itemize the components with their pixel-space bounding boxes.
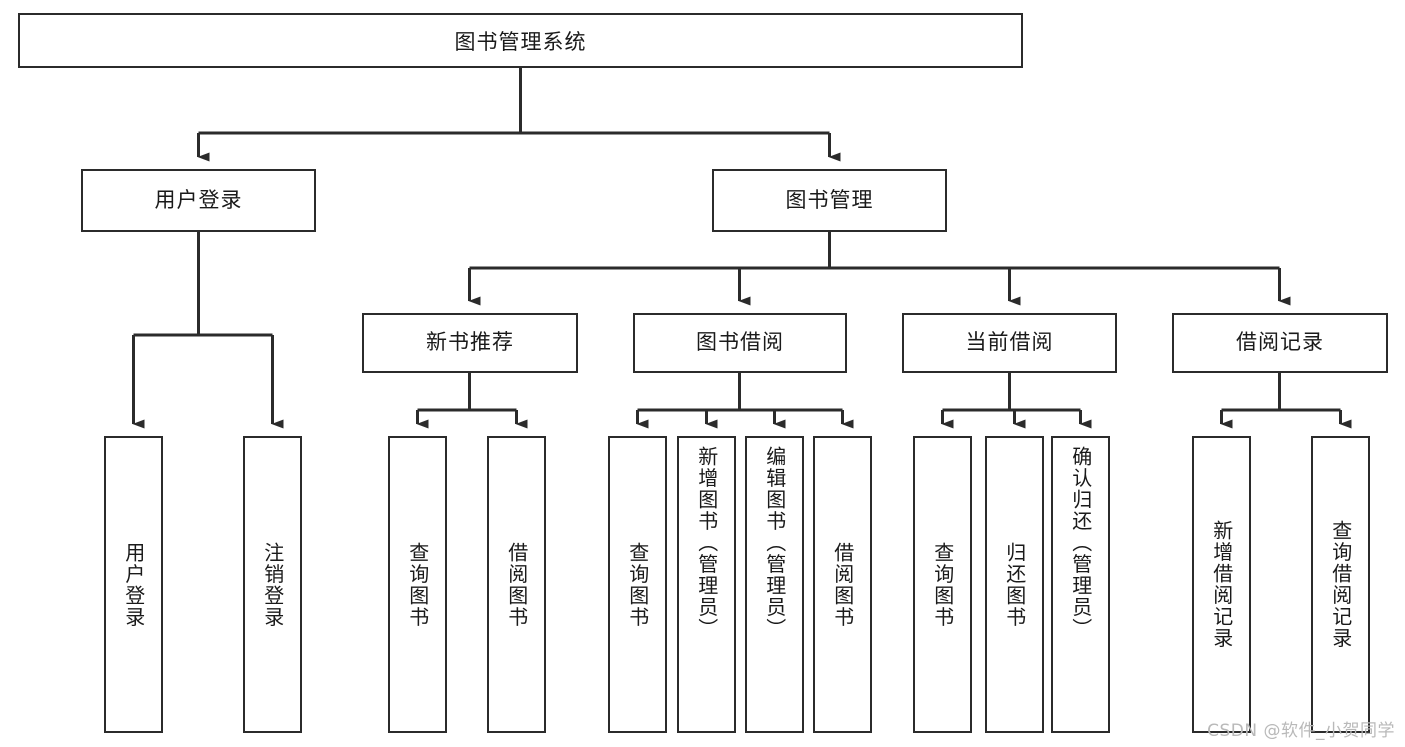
watermark: CSDN @软件_小贺同学 (1207, 721, 1395, 741)
node-label: 查询图书 (405, 541, 430, 628)
node-label: 图书管理系统 (454, 29, 587, 54)
node-leaf-borrow-book-recommend[interactable]: 借阅图书 (487, 436, 546, 733)
node-leaf-confirm-return-admin[interactable]: 确认归还（管理员） (1051, 436, 1110, 733)
node-leaf-borrow-book[interactable]: 借阅图书 (813, 436, 872, 733)
node-book-borrow[interactable]: 图书借阅 (633, 313, 847, 373)
node-leaf-query-borrow-record[interactable]: 查询借阅记录 (1311, 436, 1370, 733)
node-label: 用户登录 (121, 541, 146, 628)
node-label: 编辑图书（管理员） (762, 446, 787, 640)
node-root-system[interactable]: 图书管理系统 (18, 13, 1023, 68)
node-label: 图书管理 (785, 187, 874, 212)
node-label: 当前借阅 (965, 330, 1054, 355)
node-borrow-record[interactable]: 借阅记录 (1172, 313, 1388, 373)
node-label: 查询图书 (625, 541, 650, 628)
node-leaf-query-book-recommend[interactable]: 查询图书 (388, 436, 447, 733)
node-label: 借阅图书 (830, 541, 855, 628)
node-label: 查询图书 (930, 541, 955, 628)
node-label: 用户登录 (154, 187, 243, 212)
node-label: 新增图书（管理员） (694, 446, 719, 640)
node-label: 确认归还（管理员） (1068, 446, 1093, 640)
node-label: 图书借阅 (696, 330, 784, 355)
node-label: 新书推荐 (426, 330, 514, 355)
node-label: 归还图书 (1002, 541, 1027, 628)
node-label: 查询借阅记录 (1328, 520, 1353, 649)
node-leaf-query-book-borrow[interactable]: 查询图书 (608, 436, 667, 733)
node-leaf-logout[interactable]: 注销登录 (243, 436, 302, 733)
node-new-book-recommend[interactable]: 新书推荐 (362, 313, 578, 373)
node-label: 新增借阅记录 (1209, 520, 1234, 649)
node-leaf-edit-book-admin[interactable]: 编辑图书（管理员） (745, 436, 804, 733)
node-label: 注销登录 (260, 541, 285, 628)
node-current-borrow[interactable]: 当前借阅 (902, 313, 1117, 373)
node-leaf-add-borrow-record[interactable]: 新增借阅记录 (1192, 436, 1251, 733)
node-leaf-return-book[interactable]: 归还图书 (985, 436, 1044, 733)
node-label: 借阅记录 (1236, 330, 1324, 355)
node-book-management[interactable]: 图书管理 (712, 169, 947, 232)
node-leaf-user-login[interactable]: 用户登录 (104, 436, 163, 733)
node-user-login[interactable]: 用户登录 (81, 169, 316, 232)
node-leaf-query-book-current[interactable]: 查询图书 (913, 436, 972, 733)
node-label: 借阅图书 (504, 541, 529, 628)
node-leaf-add-book-admin[interactable]: 新增图书（管理员） (677, 436, 736, 733)
